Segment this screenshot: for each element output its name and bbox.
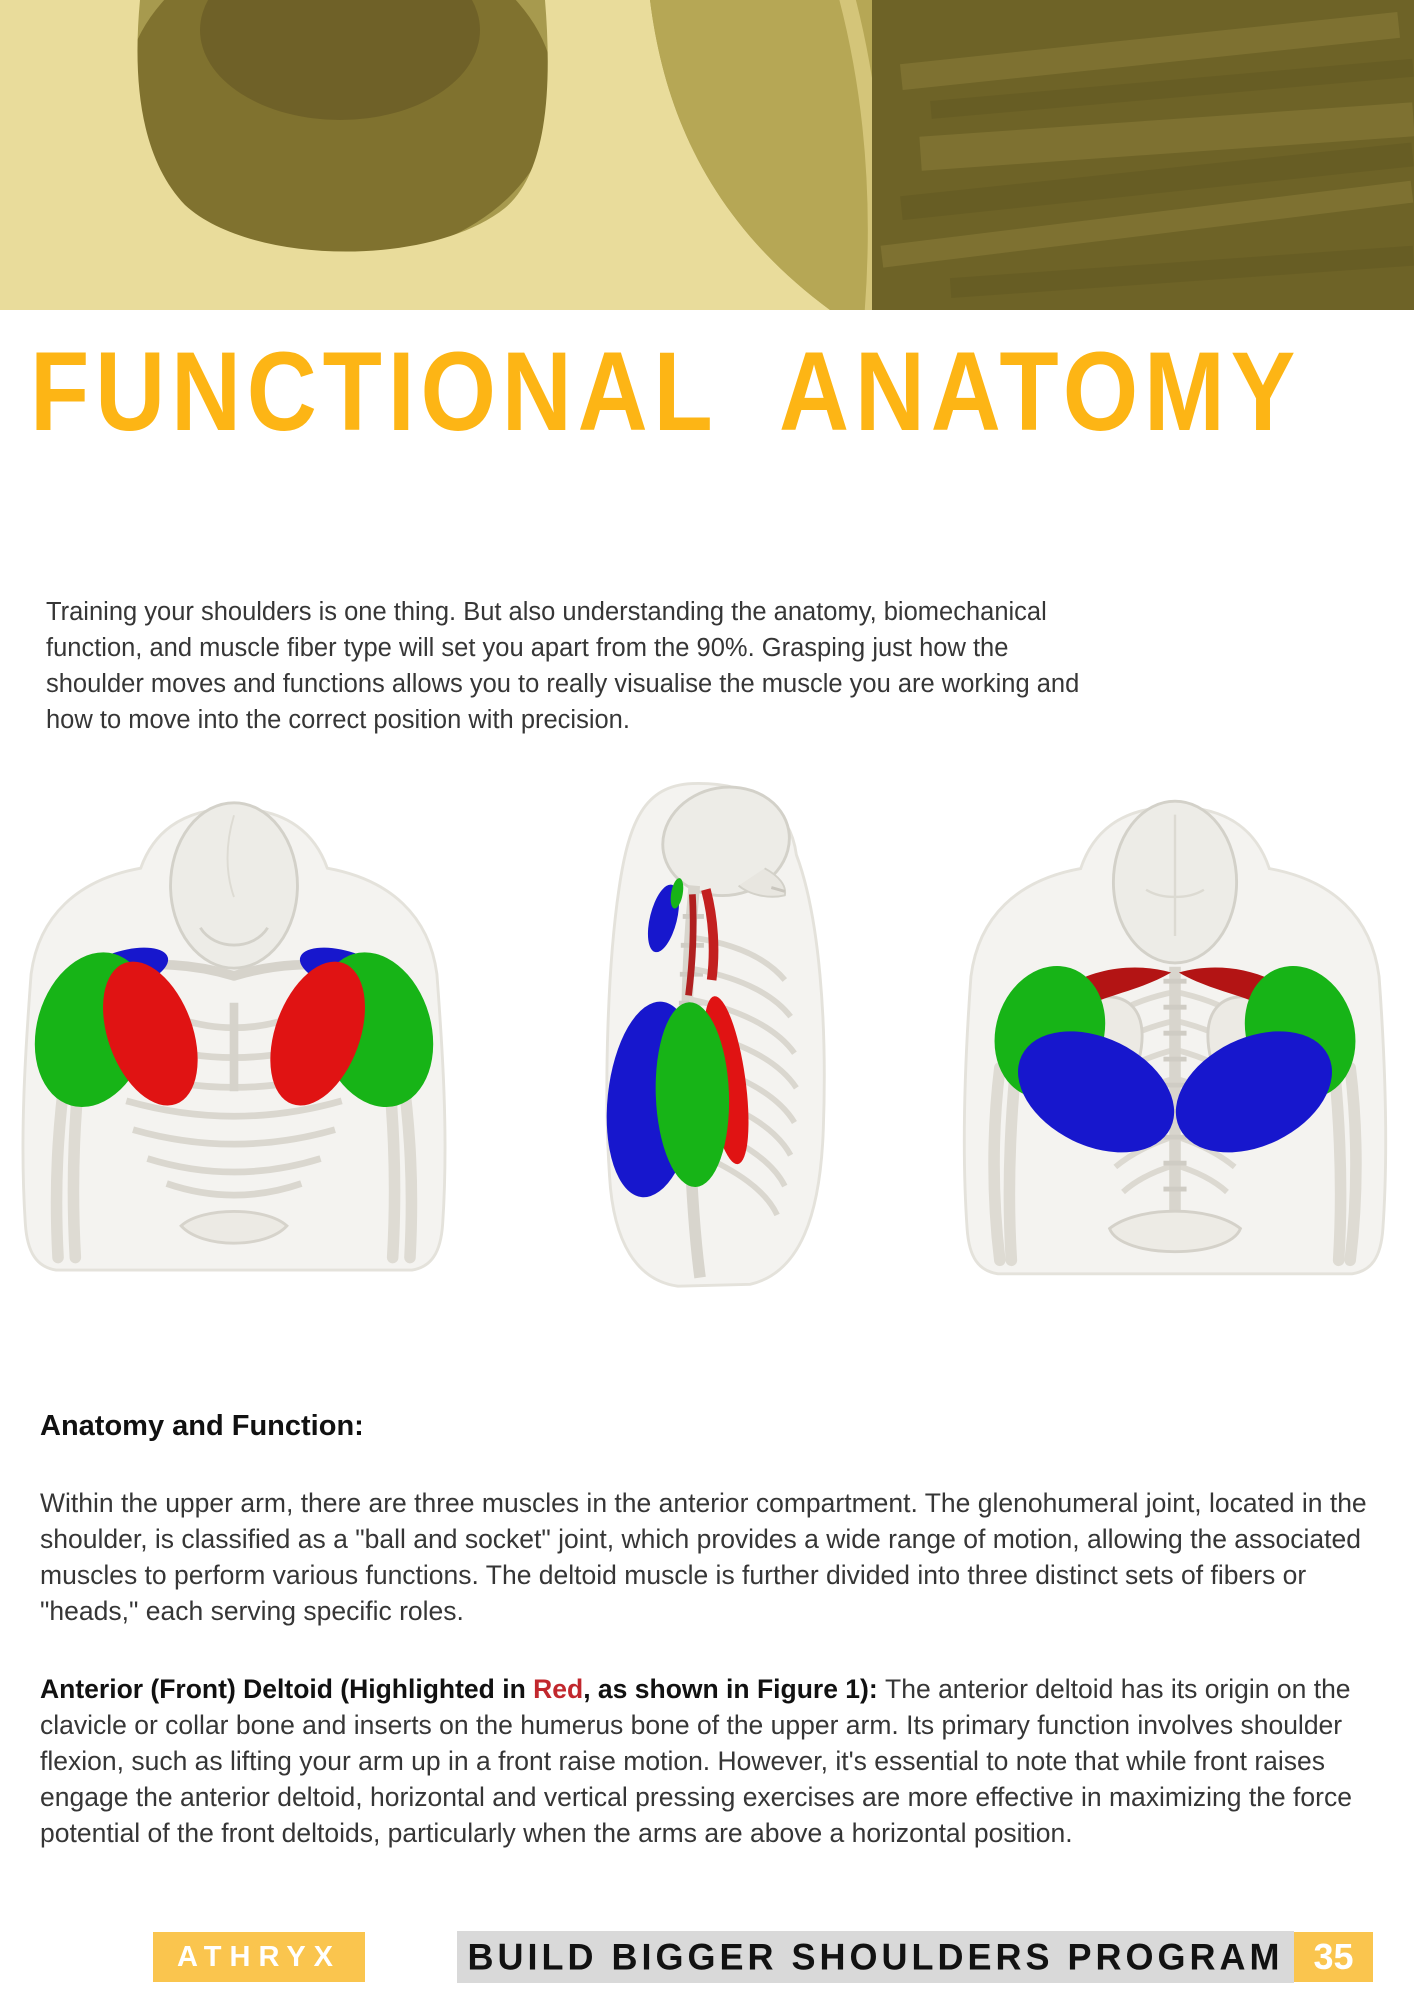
section-heading: Anatomy and Function:: [40, 1410, 364, 1442]
anatomy-figure-back-view: [962, 799, 1388, 1276]
anatomy-figure-side-view: [605, 782, 826, 1288]
red-highlight-word: Red: [533, 1674, 584, 1704]
anatomy-paragraph: Within the upper arm, there are three mu…: [40, 1488, 1367, 1626]
anterior-body-text: The anterior deltoid has its origin on t…: [40, 1674, 1352, 1848]
anterior-deltoid-paragraph: Anterior (Front) Deltoid (Highlighted in…: [40, 1671, 1380, 1851]
hero-image: [0, 0, 1414, 310]
intro-paragraph: Training your shoulders is one thing. Bu…: [46, 598, 1080, 734]
page-footer: ATHRYX BUILD BIGGER SHOULDERS PROGRAM 35: [0, 1931, 1414, 1983]
program-bar: BUILD BIGGER SHOULDERS PROGRAM 35: [457, 1931, 1373, 1983]
anterior-bold-prefix: Anterior (Front) Deltoid (Highlighted in: [40, 1674, 534, 1704]
program-title: BUILD BIGGER SHOULDERS PROGRAM: [457, 1931, 1294, 1983]
brand-badge: ATHRYX: [153, 1932, 365, 1982]
anatomy-figure-front-view: [21, 801, 447, 1272]
anterior-bold-suffix: , as shown in Figure 1):: [583, 1674, 886, 1704]
page-title: FUNCTIONAL ANATOMY: [30, 329, 1302, 455]
anatomy-figures-row: [0, 772, 1414, 1292]
page-number-badge: 35: [1294, 1932, 1373, 1982]
